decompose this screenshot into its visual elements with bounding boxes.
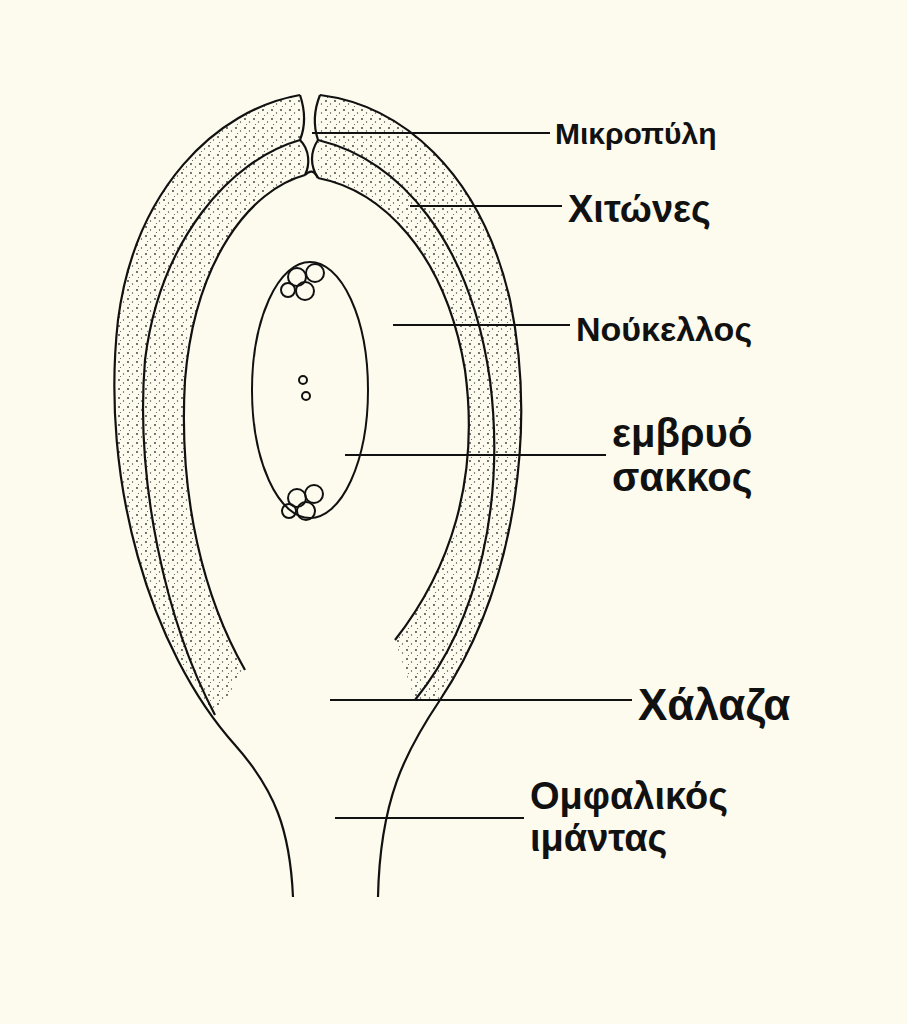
part-label: εμβρυό σακκος — [612, 411, 792, 499]
part-label: Νούκελλος — [576, 311, 876, 348]
part-label: Χάλαζα — [638, 681, 888, 729]
part-label: Χιτώνες — [568, 189, 868, 231]
embryo-sac — [252, 262, 368, 520]
ovule-outline — [114, 95, 521, 897]
leader-lines — [312, 133, 632, 818]
integument-bands — [115, 95, 521, 715]
part-label: Ομφαλικός ιμάντας — [530, 776, 780, 860]
part-label: Μικροπύλη — [555, 117, 855, 150]
